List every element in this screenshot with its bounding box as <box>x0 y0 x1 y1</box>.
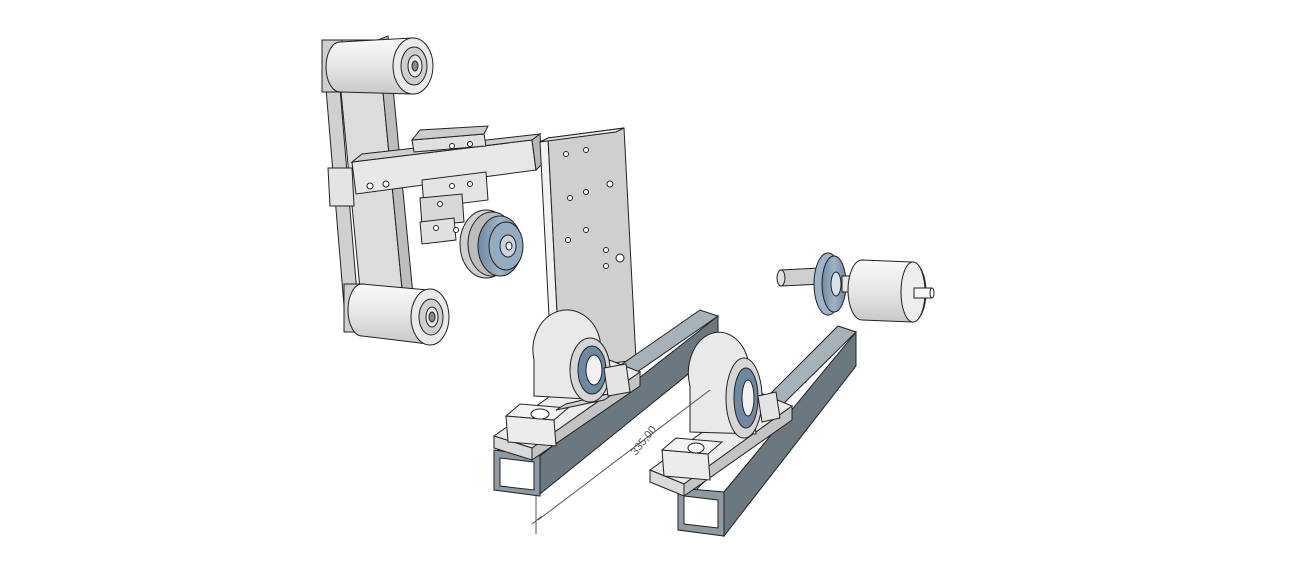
bearing-disc-hub <box>830 271 842 297</box>
tube-left-end-inner <box>499 457 535 491</box>
shaft-right <box>913 287 933 299</box>
plate-hole <box>565 237 571 243</box>
plate-hole <box>567 195 573 201</box>
pillow-left-foot <box>505 415 557 447</box>
drive-wheel-shaft-assembly[interactable] <box>776 252 935 323</box>
pillow-right-foot-hole <box>687 442 705 454</box>
pillow-block-bearing-right[interactable] <box>648 331 794 497</box>
plate-hole <box>603 247 609 253</box>
pillow-right-bearing-inner <box>741 379 755 417</box>
plate-hole <box>603 263 609 269</box>
tensioner-arm-assembly[interactable] <box>321 35 543 346</box>
top-roller-bore <box>411 60 419 72</box>
plate-hole <box>606 180 614 188</box>
plate-hole <box>583 189 589 195</box>
shaft-right-end <box>929 287 935 299</box>
dimension-value: 335,00 <box>629 424 659 458</box>
bracket-hole <box>433 225 439 231</box>
pillow-right-foot <box>661 449 711 481</box>
shaft-left-end <box>776 269 786 287</box>
arm-hole <box>382 180 390 188</box>
dimension-tick <box>531 515 543 525</box>
plate-hole <box>583 227 589 233</box>
drive-pulley[interactable] <box>459 209 524 279</box>
plate-hole <box>563 151 569 157</box>
pillow-left-bearing-inner <box>585 354 603 386</box>
plate-hole <box>615 253 625 263</box>
bracket-upper-top <box>410 125 489 141</box>
pillow-right-lug <box>757 391 781 423</box>
pillow-block-bearing-left[interactable] <box>492 309 642 461</box>
dimension-line <box>537 389 711 521</box>
side-block <box>327 167 355 207</box>
bottom-roller-bore <box>428 311 436 323</box>
bottom-roller[interactable] <box>343 283 450 346</box>
bracket-foot-2 <box>419 217 457 245</box>
arm-hole <box>366 182 374 190</box>
bracket-hole <box>437 201 443 207</box>
bracket-hole <box>449 183 455 189</box>
bracket-hole <box>467 181 473 187</box>
pillow-left-foot-hole <box>530 408 550 420</box>
plate-hole <box>583 147 589 153</box>
bracket-hole <box>449 143 455 149</box>
bracket-hole <box>453 227 459 233</box>
pillow-left-lug <box>603 363 631 397</box>
bracket-hole <box>467 141 473 147</box>
tube-right-end-inner <box>683 495 719 529</box>
top-roller[interactable] <box>321 37 434 95</box>
plate-top <box>539 127 625 143</box>
pulley-bore <box>505 241 513 251</box>
